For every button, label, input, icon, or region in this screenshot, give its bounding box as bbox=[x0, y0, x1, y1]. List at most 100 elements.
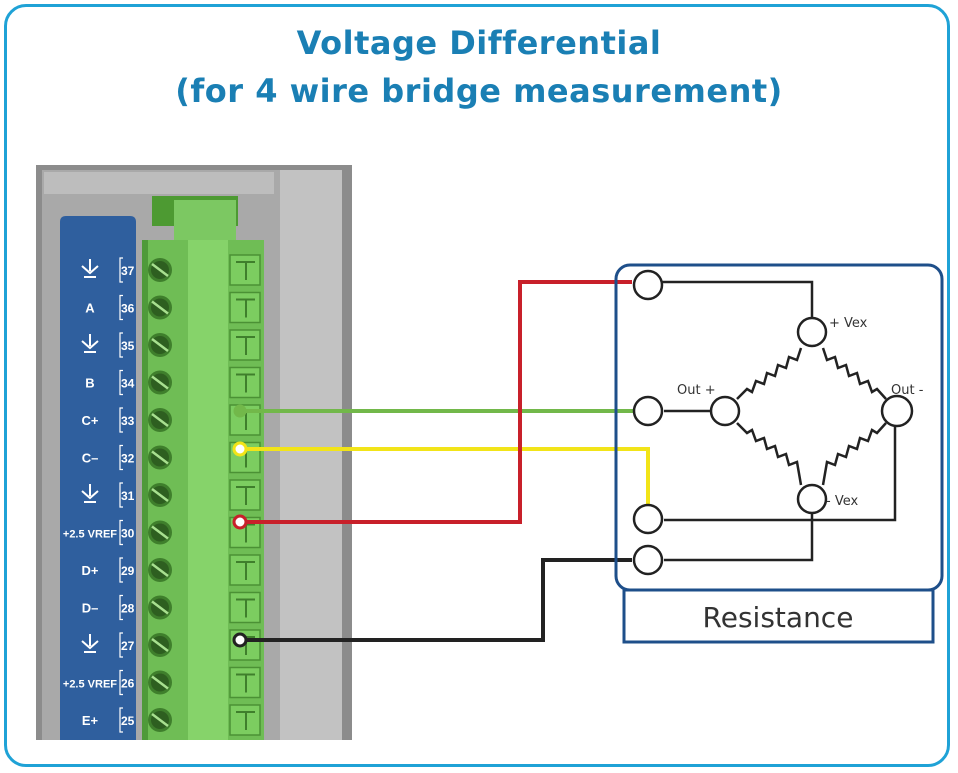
terminal-label-rows: 37A 36 35B 34C+ 33C– 32 31 +2.5 VREF 30D+ 29D– 28 2… bbox=[63, 257, 135, 733]
red-terminal-marker bbox=[232, 514, 248, 530]
connector-terminal bbox=[148, 441, 261, 474]
terminal-number: 26 bbox=[121, 677, 135, 691]
terminal-label: A bbox=[85, 301, 95, 316]
terminal-number: 37 bbox=[121, 264, 135, 278]
terminal-label: C+ bbox=[82, 413, 99, 428]
terminal-label: +2.5 VREF bbox=[63, 679, 117, 691]
terminal-bracket bbox=[119, 519, 123, 546]
terminal-bracket bbox=[119, 257, 123, 283]
ground-icon bbox=[81, 334, 99, 353]
resistor-top-right bbox=[821, 347, 887, 400]
terminal-row: C– 32 bbox=[82, 444, 135, 471]
terminal-circle-2 bbox=[632, 395, 664, 427]
connector-terminal bbox=[148, 329, 261, 361]
bridge-wiring bbox=[662, 280, 897, 562]
vex-plus-lead bbox=[662, 280, 814, 318]
terminal-number: 33 bbox=[121, 414, 135, 428]
vex-minus-label: - Vex bbox=[826, 494, 858, 509]
connector-terminal bbox=[148, 704, 261, 736]
terminal-row: B 34 bbox=[85, 369, 135, 396]
wires bbox=[240, 280, 650, 642]
terminal-bracket bbox=[119, 332, 123, 358]
input-terminals bbox=[632, 269, 664, 576]
terminal-number: 35 bbox=[121, 339, 135, 353]
ground-icon bbox=[81, 634, 99, 653]
resistance-label: Resistance bbox=[703, 601, 854, 634]
terminal-bracket bbox=[119, 669, 123, 696]
wire-terminal-markers bbox=[232, 404, 248, 648]
wire-black bbox=[240, 558, 632, 642]
wire-yellow bbox=[240, 447, 650, 511]
terminal-label: +2.5 VREF bbox=[63, 529, 117, 541]
terminal-number: 28 bbox=[121, 602, 135, 616]
terminal-bracket bbox=[119, 369, 123, 396]
bridge-nodes bbox=[709, 316, 914, 515]
connector-terminal bbox=[148, 366, 261, 399]
terminal-bracket bbox=[119, 444, 123, 471]
vex-plus-node bbox=[796, 316, 828, 348]
terminal-row: 27 bbox=[81, 632, 135, 658]
resistor-top-left bbox=[736, 347, 803, 400]
terminal-row: 37 bbox=[81, 257, 135, 283]
terminal-bracket bbox=[119, 707, 123, 733]
terminal-row: D– 28 bbox=[82, 594, 135, 621]
terminal-number: 31 bbox=[121, 489, 135, 503]
ground-icon bbox=[81, 259, 99, 278]
ground-icon bbox=[81, 484, 99, 503]
terminal-circle-3 bbox=[632, 503, 664, 535]
out-minus-node bbox=[880, 394, 914, 428]
connector-terminals bbox=[148, 254, 261, 736]
terminal-bracket bbox=[119, 632, 123, 658]
yellow-terminal-marker bbox=[232, 441, 248, 457]
terminal-bracket bbox=[119, 594, 123, 621]
out-plus-label: Out + bbox=[677, 383, 716, 398]
terminal-number: 29 bbox=[121, 564, 135, 578]
terminal-label: B bbox=[85, 376, 94, 391]
connector-terminal bbox=[148, 554, 261, 586]
title-line-2: (for 4 wire bridge measurement) bbox=[175, 72, 783, 110]
terminal-row: C+ 33 bbox=[82, 407, 135, 433]
resistance-box bbox=[614, 263, 944, 644]
terminal-label-panel bbox=[60, 216, 136, 740]
connector-terminal bbox=[148, 666, 261, 699]
terminal-label: E+ bbox=[82, 713, 99, 728]
out-minus-lead bbox=[664, 427, 897, 522]
terminal-bracket bbox=[119, 294, 123, 321]
vex-minus-lead bbox=[664, 513, 814, 562]
terminal-label: D+ bbox=[82, 563, 99, 578]
terminal-bracket bbox=[119, 557, 123, 583]
terminal-number: 27 bbox=[121, 639, 135, 653]
vex-minus-node bbox=[796, 483, 828, 515]
black-terminal-marker bbox=[232, 632, 248, 648]
terminal-number: 36 bbox=[121, 302, 135, 316]
terminal-label: C– bbox=[82, 451, 99, 466]
wire-red bbox=[240, 280, 632, 524]
connector-terminal bbox=[148, 479, 261, 511]
terminal-number: 30 bbox=[121, 527, 135, 541]
vex-plus-label: + Vex bbox=[829, 316, 868, 331]
terminal-label: D– bbox=[82, 601, 99, 616]
terminal-bracket bbox=[119, 482, 123, 508]
terminal-circle-1 bbox=[632, 269, 664, 301]
title-line-1: Voltage Differential bbox=[296, 24, 662, 62]
terminal-bracket bbox=[119, 407, 123, 433]
resistor-bottom-right bbox=[821, 422, 887, 486]
green-terminal-marker bbox=[233, 404, 247, 418]
terminal-row: D+ 29 bbox=[82, 557, 135, 583]
terminal-number: 34 bbox=[121, 377, 135, 391]
terminal-number: 32 bbox=[121, 452, 135, 466]
terminal-number: 25 bbox=[121, 714, 135, 728]
terminal-row: +2.5 VREF 26 bbox=[63, 669, 135, 696]
terminal-circle-4 bbox=[632, 544, 664, 576]
connector-terminal bbox=[148, 516, 261, 549]
connector-terminal bbox=[148, 591, 261, 624]
connector-terminal bbox=[148, 254, 261, 286]
terminal-row: 31 bbox=[81, 482, 135, 508]
terminal-row: E+ 25 bbox=[82, 707, 135, 733]
out-plus-node bbox=[709, 395, 741, 427]
terminal-row: 35 bbox=[81, 332, 135, 358]
terminal-row: A 36 bbox=[85, 294, 135, 321]
resistor-bottom-left bbox=[736, 422, 803, 486]
out-minus-label: Out - bbox=[891, 383, 924, 398]
